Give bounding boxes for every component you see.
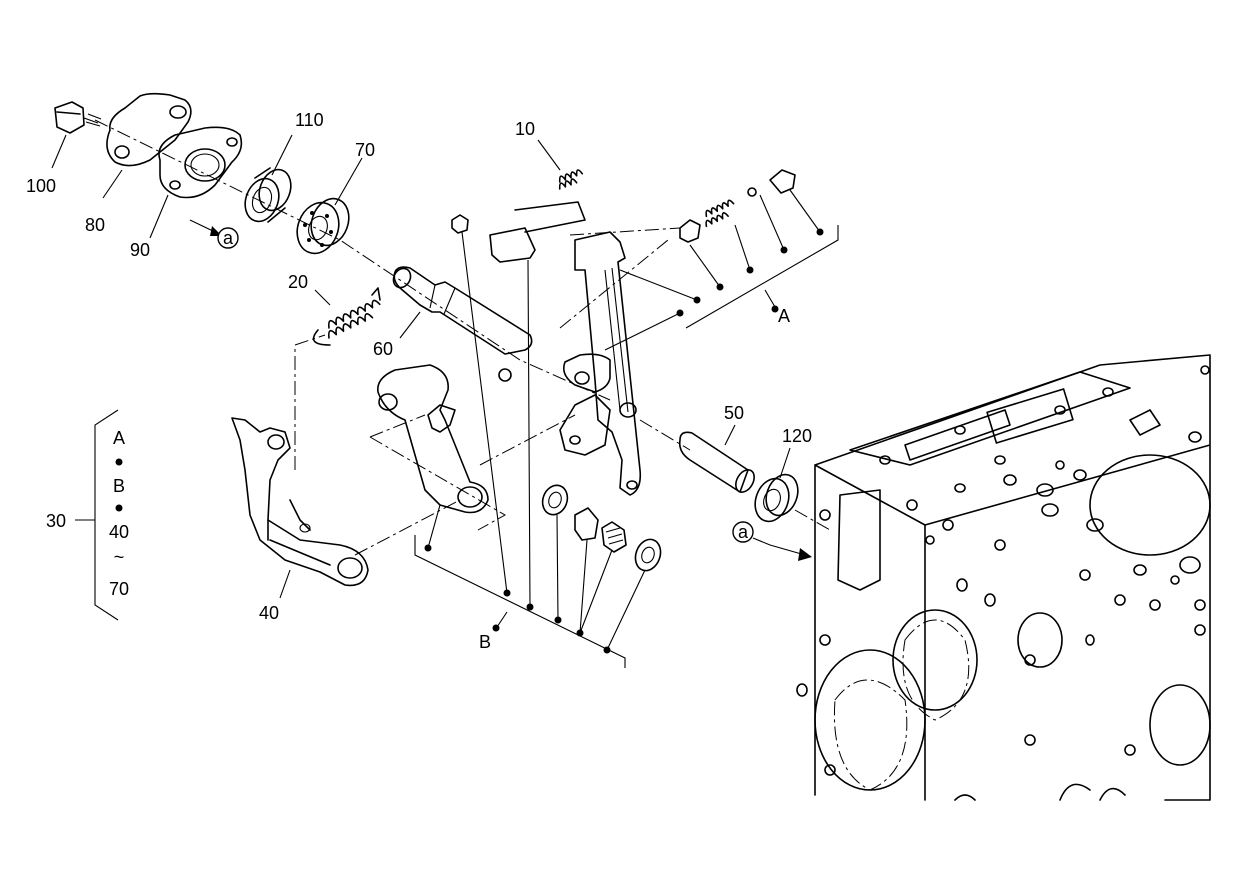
callout-120: 120 <box>782 426 812 446</box>
kit-item-70: 70 <box>109 579 129 599</box>
part-120-bearing <box>754 473 799 523</box>
parts-group-b-small-parts <box>541 484 662 572</box>
center-lever <box>377 364 489 514</box>
group-b-label: B <box>479 632 491 652</box>
kit-item-b: B <box>113 476 125 496</box>
small-nut <box>451 214 469 234</box>
callout-10: 10 <box>515 119 535 139</box>
kit-range-symbol: ~ <box>114 547 125 567</box>
part-80-flange-plate <box>106 92 192 167</box>
part-70-bearing <box>296 197 350 255</box>
callout-80: 80 <box>85 215 105 235</box>
part-60-shaft <box>392 266 533 355</box>
callout-90: 90 <box>130 240 150 260</box>
parts-group-a-bracket <box>574 231 642 496</box>
parts-group-b-bracket <box>489 201 611 456</box>
part-110-bushing <box>244 167 292 223</box>
callout-110: 110 <box>295 110 324 130</box>
kit-item-40: 40 <box>109 522 129 542</box>
kit-30-list: 30 A B 40 ~ 70 <box>46 409 129 621</box>
parts-group-a-plunger-spring <box>679 169 796 243</box>
callout-70: 70 <box>355 140 375 160</box>
part-40-lever <box>231 417 369 587</box>
callout-20: 20 <box>288 272 308 292</box>
callout-40: 40 <box>259 603 279 623</box>
kit-item-a: A <box>113 428 125 448</box>
part-20-spring <box>312 287 381 346</box>
callout-30: 30 <box>46 511 66 531</box>
group-b-bracket-leader: B <box>414 231 646 668</box>
group-a-label: A <box>778 306 790 326</box>
part-10-small-spring <box>558 169 584 190</box>
engine-block <box>796 354 1211 801</box>
callouts: 10 20 40 50 60 70 80 90 100 110 120 <box>26 110 812 623</box>
group-a-bracket-leader: A <box>604 189 839 351</box>
callout-50: 50 <box>724 403 744 423</box>
part-50-pin <box>678 431 755 493</box>
part-100-bolt <box>54 101 102 134</box>
reference-marker-a-top: a <box>189 219 239 249</box>
reference-label-a-top: a <box>223 228 234 248</box>
part-90-gasket <box>158 126 243 199</box>
callout-100: 100 <box>26 176 56 196</box>
reference-marker-a-right: a <box>732 521 812 561</box>
small-ball <box>498 368 512 382</box>
reference-label-a-right: a <box>738 522 749 542</box>
callout-60: 60 <box>373 339 393 359</box>
